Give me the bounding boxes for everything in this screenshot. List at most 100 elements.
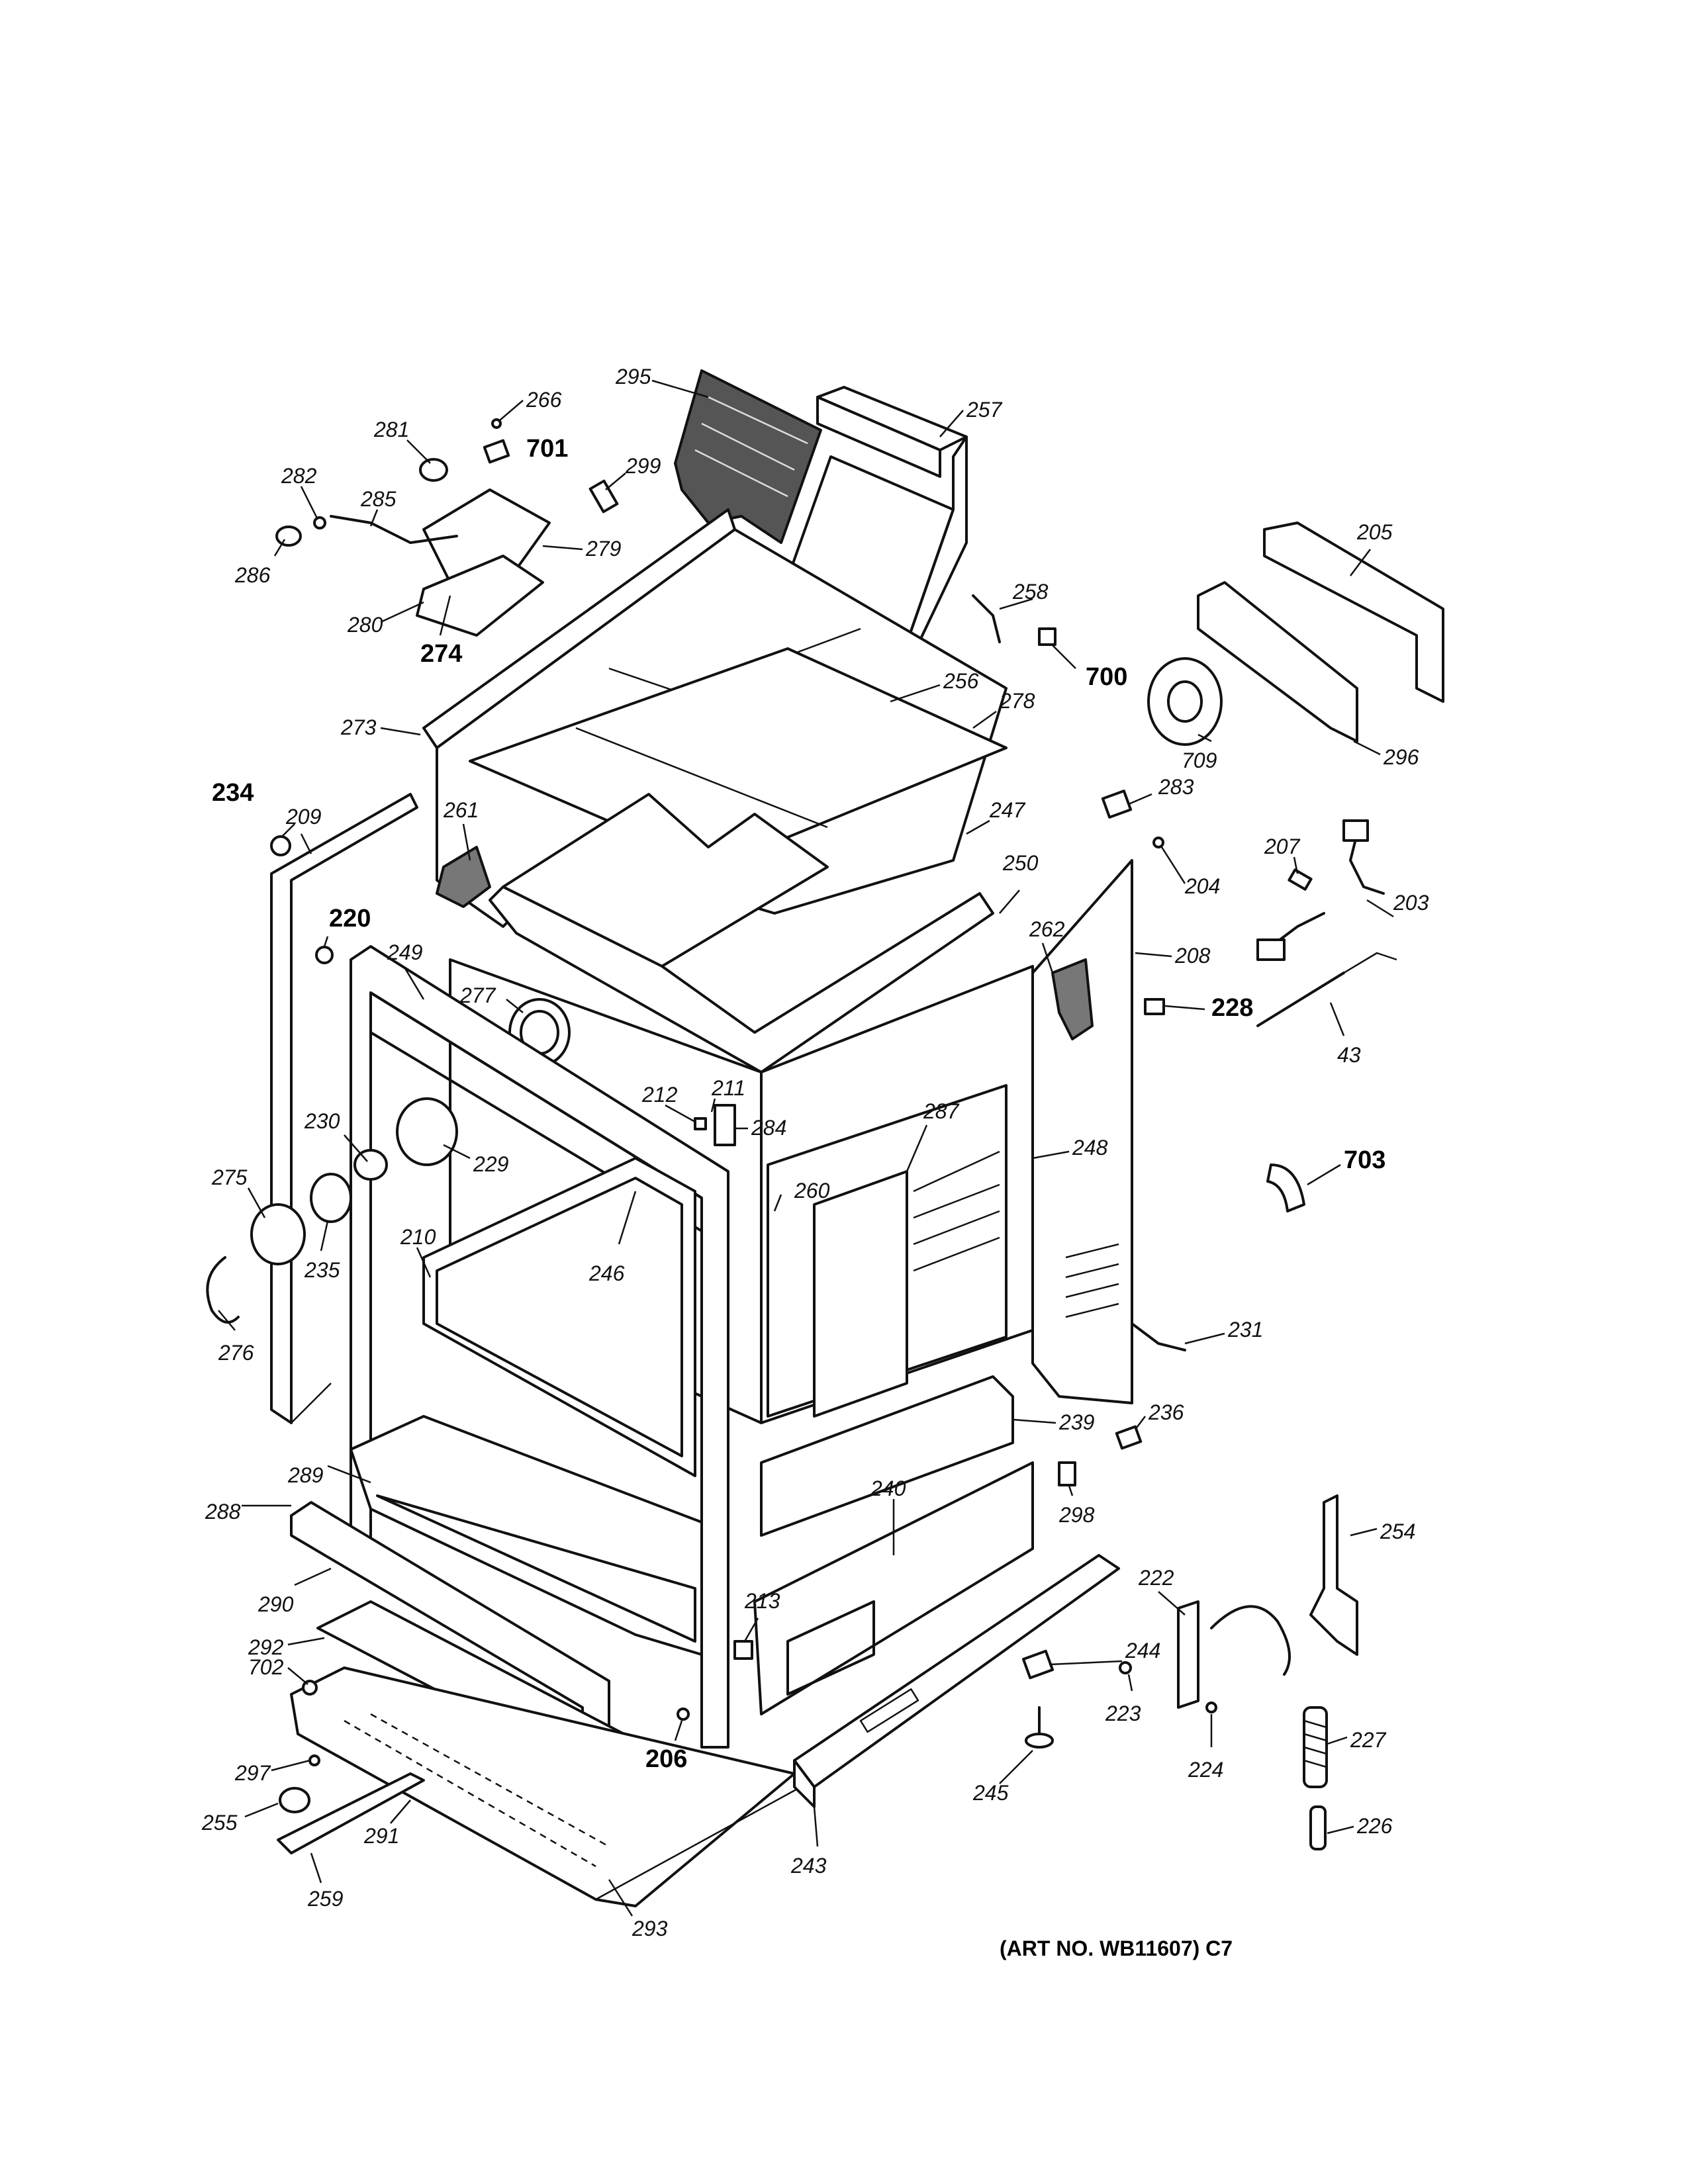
part-labels: 295 257 266 281 701 299 282 285 279 286 … [201,365,1429,1940]
clip-207 [1288,868,1313,891]
side-panel-248 [1031,859,1133,1404]
label-43: 43 [1337,1043,1361,1067]
label-286: 286 [234,563,271,587]
label-220: 220 [329,905,371,933]
clip-283 [1101,790,1133,819]
label-212: 212 [641,1083,678,1107]
label-222: 222 [1138,1566,1174,1590]
screw-223 [1119,1661,1132,1674]
label-230: 230 [304,1109,340,1133]
label-231: 231 [1227,1318,1263,1342]
label-702: 702 [248,1655,284,1679]
label-275: 275 [211,1165,248,1189]
label-226: 226 [1356,1814,1393,1838]
bracket-258 [972,594,1001,643]
label-291: 291 [363,1824,399,1848]
leader-lines [218,379,1394,1917]
label-700: 700 [1086,663,1127,691]
screw-702 [302,1680,318,1696]
label-298: 298 [1058,1503,1095,1527]
connector-harness [1256,912,1325,961]
label-223: 223 [1105,1702,1141,1725]
clip-701 [483,439,510,464]
label-287: 287 [923,1099,960,1123]
label-228: 228 [1211,994,1253,1022]
label-274: 274 [420,640,462,668]
control-bracket-279 [330,488,551,637]
shield-296 [1197,581,1358,743]
insulation-261 [436,846,491,908]
label-284: 284 [751,1116,786,1140]
label-249: 249 [387,940,423,964]
label-245: 245 [972,1781,1009,1805]
spring-227 [1303,1706,1328,1788]
bracket-205 [1263,522,1444,703]
label-240: 240 [870,1477,906,1500]
label-262: 262 [1029,917,1065,941]
label-276: 276 [218,1341,254,1365]
label-281: 281 [373,418,409,441]
knob-255 [279,1787,310,1813]
label-703: 703 [1344,1146,1385,1174]
label-234: 234 [212,779,254,807]
label-229: 229 [473,1152,509,1176]
broiler-pan-289 [350,1415,703,1656]
label-246: 246 [588,1261,625,1285]
bracket-284 [714,1104,736,1146]
bracket-231 [1131,1322,1186,1351]
label-285: 285 [360,487,397,511]
label-266: 266 [526,388,562,412]
label-254: 254 [1380,1520,1415,1543]
label-250: 250 [1002,851,1039,875]
label-243: 243 [790,1854,827,1878]
label-235: 235 [304,1258,340,1282]
label-213: 213 [744,1589,780,1613]
insulation-pad-295 [674,369,822,544]
nut-234 [270,835,291,856]
label-282: 282 [281,464,317,488]
nut-282 [313,516,326,529]
link-226 [1309,1805,1327,1850]
label-210: 210 [400,1225,436,1249]
clip-298 [1058,1461,1076,1486]
label-248: 248 [1072,1136,1108,1160]
label-204: 204 [1184,874,1220,898]
washer-224 [1205,1702,1217,1713]
screw-220 [315,946,334,964]
knob-281 [419,458,448,482]
rail-259 [277,1772,425,1854]
thermocouple-43 [1256,952,1397,1027]
knob-286 [275,525,302,547]
label-283: 283 [1158,775,1194,799]
label-297: 297 [234,1761,271,1785]
screw-297 [308,1754,320,1766]
label-259: 259 [307,1887,344,1911]
label-257: 257 [966,398,1003,422]
label-247: 247 [989,798,1026,822]
clip-236 [1115,1425,1143,1450]
label-261: 261 [443,798,479,822]
screw-266 [491,418,502,429]
leveler-245 [1025,1706,1054,1749]
label-277: 277 [459,983,496,1007]
bracket-703 [1266,1163,1305,1212]
lamp-cover-275 [250,1203,306,1265]
label-709: 709 [1182,749,1217,772]
label-205: 205 [1356,520,1393,544]
label-207: 207 [1264,835,1301,858]
label-295: 295 [615,365,651,388]
label-273: 273 [340,715,377,739]
side-liner-287 [767,1084,1008,1418]
label-255: 255 [201,1811,238,1835]
clip-276 [206,1256,240,1324]
clip-244 [1021,1649,1055,1680]
label-279: 279 [585,537,622,561]
manifold-rail-243 [793,1554,1120,1808]
label-290: 290 [258,1592,294,1616]
bracket-254 [1309,1494,1358,1656]
screw-204 [1152,837,1164,848]
label-208: 208 [1174,944,1211,968]
wire-203 [1342,819,1385,895]
label-293: 293 [632,1917,668,1940]
